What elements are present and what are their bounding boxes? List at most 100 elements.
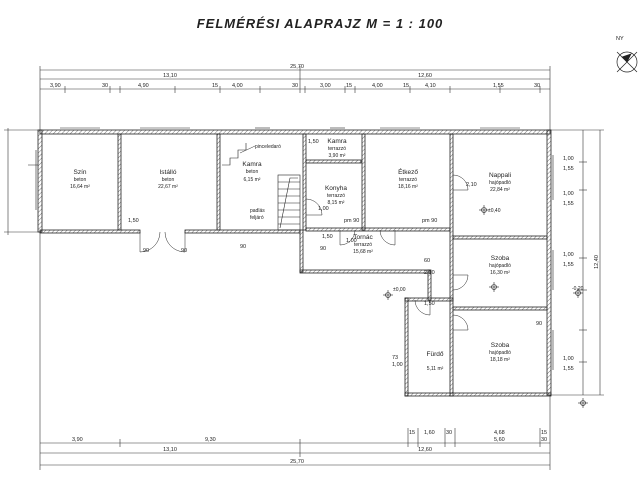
misc-label: pm 90	[344, 218, 359, 224]
dim-bottom-detail: 9,30	[205, 437, 216, 443]
misc-label: pm 90	[422, 218, 437, 224]
room-kamra2-area: 3,90 m²	[329, 153, 346, 159]
bottom-dimensions	[39, 232, 551, 470]
dim-right: 1,00	[563, 356, 574, 362]
room-furdo-area: 5,11 m²	[427, 366, 444, 372]
room-szoba2-name: Szoba	[491, 342, 510, 349]
dim-bottom-detail: 3,90	[72, 437, 83, 443]
misc-label: 90	[240, 244, 246, 250]
dim-top-mid-right: 12,60	[418, 73, 432, 79]
misc-label: 1,50	[424, 301, 435, 307]
misc-label: 1,50	[322, 234, 333, 240]
room-kamra1-name: Kamra	[242, 161, 262, 168]
room-szin-name: Szín	[73, 169, 86, 176]
dim-right: 1,55	[563, 166, 574, 172]
room-szin-area: 16,64 m²	[70, 184, 90, 190]
dim-top-detail: 4,90	[138, 83, 149, 89]
room-etkezo-area: 18,16 m²	[398, 184, 418, 190]
windows	[35, 127, 554, 370]
walls	[37, 129, 552, 397]
misc-label: 1,50	[128, 218, 139, 224]
room-kamra2-name: Kamra	[327, 138, 347, 145]
dim-top-detail: 30	[292, 83, 298, 89]
dim-right: 1,55	[563, 262, 574, 268]
annotation-feljaro: feljáró	[250, 215, 264, 221]
room-istallo-floor: beton	[162, 177, 175, 183]
misc-label: 1,00	[318, 206, 329, 212]
room-konyha-area: 8,15 m²	[328, 200, 345, 206]
room-furdo-name: Fürdő	[427, 351, 444, 358]
room-szoba1-name: Szoba	[491, 255, 510, 262]
room-szoba2-floor: hajópadló	[489, 350, 511, 356]
right-dimensions	[550, 129, 604, 396]
dim-top-detail: 30	[102, 83, 108, 89]
room-szoba1-floor: hajópadló	[489, 263, 511, 269]
room-kamra1-area: 6,15 m²	[244, 177, 261, 183]
room-istallo-area: 22,67 m²	[158, 184, 178, 190]
dim-top-detail: 4,10	[425, 83, 436, 89]
misc-label: 90	[536, 321, 542, 327]
dim-bottom-mid-left: 13,10	[163, 447, 177, 453]
room-kamra2-floor: terrazzó	[328, 146, 346, 152]
room-szoba1-area: 16,30 m²	[490, 270, 510, 276]
misc-label: 90	[181, 248, 187, 254]
room-konyha-floor: terrazzó	[327, 193, 345, 199]
dim-top-detail: 1,55	[493, 83, 504, 89]
dim-top-detail: 4,00	[232, 83, 243, 89]
dim-top-detail: 3,90	[50, 83, 61, 89]
dim-top-total: 25,70	[290, 64, 304, 70]
dim-right: 1,55	[563, 366, 574, 372]
dim-bottom-detail: 5,60	[494, 437, 505, 443]
room-istallo-name: Istálló	[160, 169, 177, 176]
annotation-padlas: padlás	[250, 208, 265, 214]
room-nappali-area: 22,84 m²	[490, 187, 510, 193]
dim-bottom-detail: 15	[409, 430, 415, 436]
room-etkezo-name: Étkező	[398, 167, 418, 176]
room-szin-floor: beton	[74, 177, 87, 183]
room-tornac-name: Tornác	[353, 234, 373, 241]
room-kamra1-floor: beton	[246, 169, 259, 175]
misc-label: 60	[424, 258, 430, 264]
misc-label: 90	[143, 248, 149, 254]
misc-label: 1,50	[308, 139, 319, 145]
misc-label: 90	[320, 246, 326, 252]
annotation-pinceledaro: pinceledaró	[255, 144, 281, 150]
dim-top-mid-left: 13,10	[163, 73, 177, 79]
room-nappali-floor: hajópadló	[489, 180, 511, 186]
top-dimensions	[39, 66, 551, 130]
misc-label: 2,10	[466, 182, 477, 188]
dim-bottom-detail: 30	[541, 437, 547, 443]
room-tornac-area: 15,68 m²	[353, 249, 373, 255]
doors	[28, 164, 469, 331]
dim-bottom-detail: 15	[541, 430, 547, 436]
dim-top-detail: 15	[346, 83, 352, 89]
room-nappali-name: Nappali	[489, 172, 511, 179]
level-marker-2: ±0,00	[393, 287, 406, 293]
dim-top-detail: 30	[534, 83, 540, 89]
dim-bottom-detail: 30	[446, 430, 452, 436]
misc-label: 2,10	[424, 270, 435, 276]
misc-label: 73	[392, 355, 398, 361]
compass-icon	[616, 51, 638, 73]
leader-line	[239, 145, 256, 154]
dim-right: 1,00	[563, 191, 574, 197]
dim-right-total: 12,40	[594, 255, 600, 269]
dim-bottom-total: 25,70	[290, 459, 304, 465]
north-arrow-label: NY	[616, 36, 624, 42]
left-dimensions	[4, 128, 40, 235]
level-cross-icon	[383, 205, 588, 408]
dim-right: 1,00	[563, 252, 574, 258]
dim-right: 1,55	[563, 201, 574, 207]
misc-label: 1,00	[392, 362, 403, 368]
level-marker-1: ±0,40	[488, 208, 501, 214]
dim-right: 1,00	[563, 156, 574, 162]
misc-label: 1,00	[346, 238, 357, 244]
dim-top-detail: 15	[403, 83, 409, 89]
room-tornac-floor: terrazzó	[354, 242, 372, 248]
room-etkezo-floor: terrazzó	[399, 177, 417, 183]
room-szoba2-area: 18,18 m²	[490, 357, 510, 363]
dim-top-detail: 4,00	[372, 83, 383, 89]
dim-top-detail: 15	[212, 83, 218, 89]
dim-bottom-detail: 4,68	[494, 430, 505, 436]
